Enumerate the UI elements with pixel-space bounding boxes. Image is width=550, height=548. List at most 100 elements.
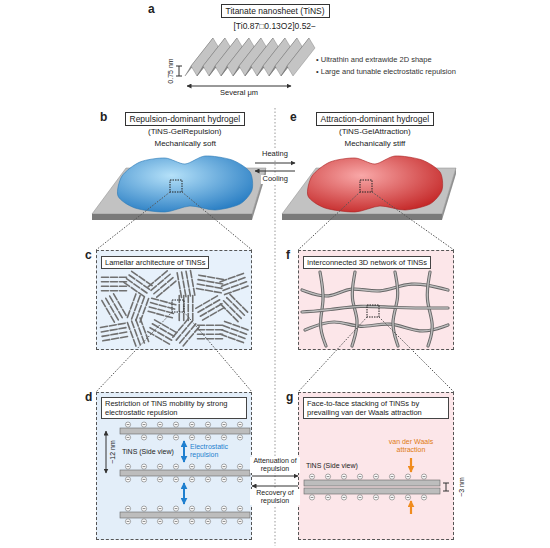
charge-symbol — [141, 506, 146, 511]
nanosheet-dash — [220, 334, 227, 336]
transition-arrow — [252, 476, 298, 477]
nanosheet-dash — [155, 320, 161, 324]
nanosheet-dash — [231, 285, 238, 287]
nanosheet-dash — [126, 279, 132, 283]
nanosheet-dash — [177, 273, 178, 280]
nanosheet-dash — [197, 288, 204, 289]
heating-arrow — [255, 163, 295, 164]
transition-arrow — [252, 486, 298, 487]
nanosheet-dash — [240, 282, 247, 284]
edge-label: Recovery of repulsion — [250, 489, 300, 505]
charge-symbol — [223, 466, 226, 467]
nanosheet-dash — [198, 324, 205, 326]
charge-symbol — [125, 435, 130, 440]
node-text: Repulsion-dominant hydrogel — [130, 114, 241, 124]
lamellar-domain — [220, 321, 248, 342]
nanosheet-dash — [173, 332, 177, 337]
dimension-label: 0.75 nm — [166, 58, 174, 83]
nanosheet-dash — [132, 312, 134, 319]
nanosheet-side-view — [120, 470, 250, 476]
nanosheet-dash — [231, 329, 238, 331]
nanosheet-dash — [140, 318, 142, 325]
charge-symbol — [391, 497, 394, 498]
charge-symbol — [127, 424, 130, 425]
nanosheet-dash — [198, 338, 205, 340]
nanosheet-dash — [187, 305, 189, 312]
nanosheet-dash — [102, 285, 109, 287]
force-label: van der Waals attraction — [381, 438, 441, 454]
nanosheet-dash — [143, 326, 145, 333]
nanosheet-dash — [224, 301, 229, 306]
nanosheet-dash — [207, 281, 214, 282]
nanosheet-dash — [196, 305, 202, 309]
lamellar-domain — [102, 294, 126, 322]
attraction-detail — [304, 458, 449, 514]
nanosheet-dash — [171, 281, 176, 285]
nanosheet-dash — [134, 339, 136, 346]
charge-symbol — [189, 519, 194, 524]
dimension-tick — [443, 483, 449, 484]
charge-symbol — [223, 479, 226, 480]
nanosheet-dash — [111, 276, 118, 278]
charge-symbol — [191, 521, 194, 522]
nanosheet-dash — [130, 331, 132, 338]
charge-symbol — [157, 435, 162, 440]
panel-letter: e — [290, 111, 297, 125]
nanosheet-dash — [198, 309, 204, 313]
charge-symbol — [189, 506, 194, 511]
nanosheet-dash — [139, 276, 145, 280]
sample-name: (TiNS-GelAttraction) — [339, 127, 411, 136]
panel-fill — [96, 250, 252, 350]
repulsion-detail — [106, 422, 250, 524]
charge-symbol — [205, 464, 210, 469]
nanosheet-dash — [111, 281, 118, 283]
nanosheet-dash — [230, 294, 235, 299]
nanosheet-dash — [185, 331, 189, 336]
zoom-square — [172, 300, 184, 312]
nanosheet-dash — [189, 289, 190, 296]
zoom-square — [367, 305, 379, 317]
charge-symbol — [327, 476, 330, 477]
nanosheet-dash — [198, 329, 205, 331]
state-title-box: Repulsion-dominant hydrogel — [125, 112, 246, 126]
charge-symbol — [309, 474, 314, 479]
nanosheet-dash — [115, 314, 119, 320]
dimension-arrow — [187, 86, 291, 87]
lamellar-illustration — [101, 271, 249, 347]
charge-symbol — [359, 497, 362, 498]
charge-symbol — [207, 508, 210, 509]
charge-symbol — [239, 424, 242, 425]
nanosheet-dash — [182, 328, 186, 333]
charge-symbol — [423, 476, 426, 477]
nanosheet-dash — [237, 340, 244, 342]
charge-symbol — [375, 497, 378, 498]
nanosheet-dash — [111, 334, 118, 335]
nanosheet-dash — [106, 308, 110, 314]
nanosheet-dash — [119, 328, 126, 329]
zoom-line — [96, 192, 170, 250]
nanosheet-dash — [111, 316, 115, 322]
nanosheet-dash — [228, 276, 235, 278]
nanosheet-dash — [240, 332, 247, 334]
charge-symbol — [221, 506, 226, 511]
charge-symbol — [239, 466, 242, 467]
nanosheet-dash — [146, 299, 148, 306]
lamellar-domain — [177, 271, 195, 298]
charge-symbol — [325, 474, 330, 479]
state-title-box: Attraction-dominant hydrogel — [316, 112, 435, 126]
nanosheet-dash — [205, 290, 212, 291]
charge-symbol — [223, 508, 226, 509]
node-text: Face-to-face stacking of TiNSs by prevai… — [303, 397, 449, 419]
nanosheet-dash — [188, 321, 192, 326]
nanosheet-dash — [208, 277, 215, 278]
nanosheet-dash — [102, 301, 106, 307]
nanosheet-dash — [214, 292, 221, 293]
nanosheet-dash — [210, 312, 216, 316]
charge-symbol — [405, 495, 410, 500]
charge-symbol — [141, 464, 146, 469]
nanosheet-dash — [136, 280, 142, 284]
nanosheet-side-view — [120, 512, 250, 518]
nanosheet-dash — [136, 319, 138, 326]
charge-symbol — [159, 508, 162, 509]
nanosheet-dash — [112, 338, 119, 339]
